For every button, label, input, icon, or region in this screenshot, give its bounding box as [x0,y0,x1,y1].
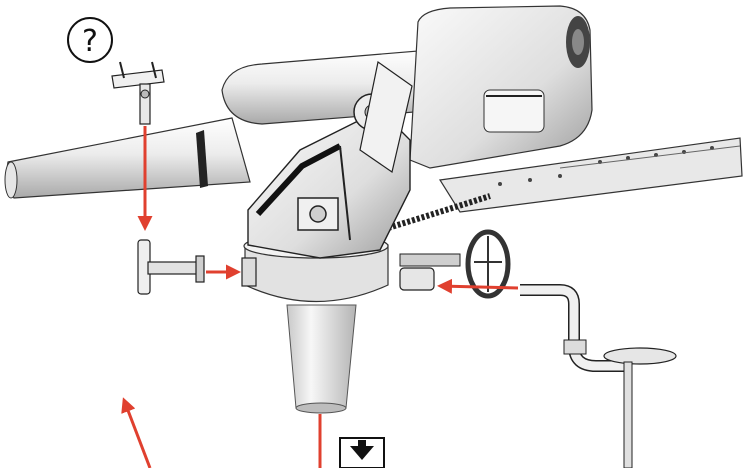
assembly-arrows [121,126,519,468]
breech-housing [409,5,593,169]
sight-fitting-part [111,61,165,125]
pipe-seat-part [520,284,677,468]
base-ring [244,244,389,303]
install-icon[interactable] [339,437,385,468]
arrow-pipe-left [437,278,519,294]
help-glyph: ? [82,24,98,59]
gear-sector [387,193,491,231]
pedestal-column [286,304,357,409]
help-icon[interactable]: ? [67,17,113,63]
gun-assembly [4,5,743,414]
barrel [6,117,251,199]
bracket-part [137,239,257,295]
elevation-rail [439,137,743,213]
arrow-pointer [121,397,152,468]
handwheel [465,229,511,299]
